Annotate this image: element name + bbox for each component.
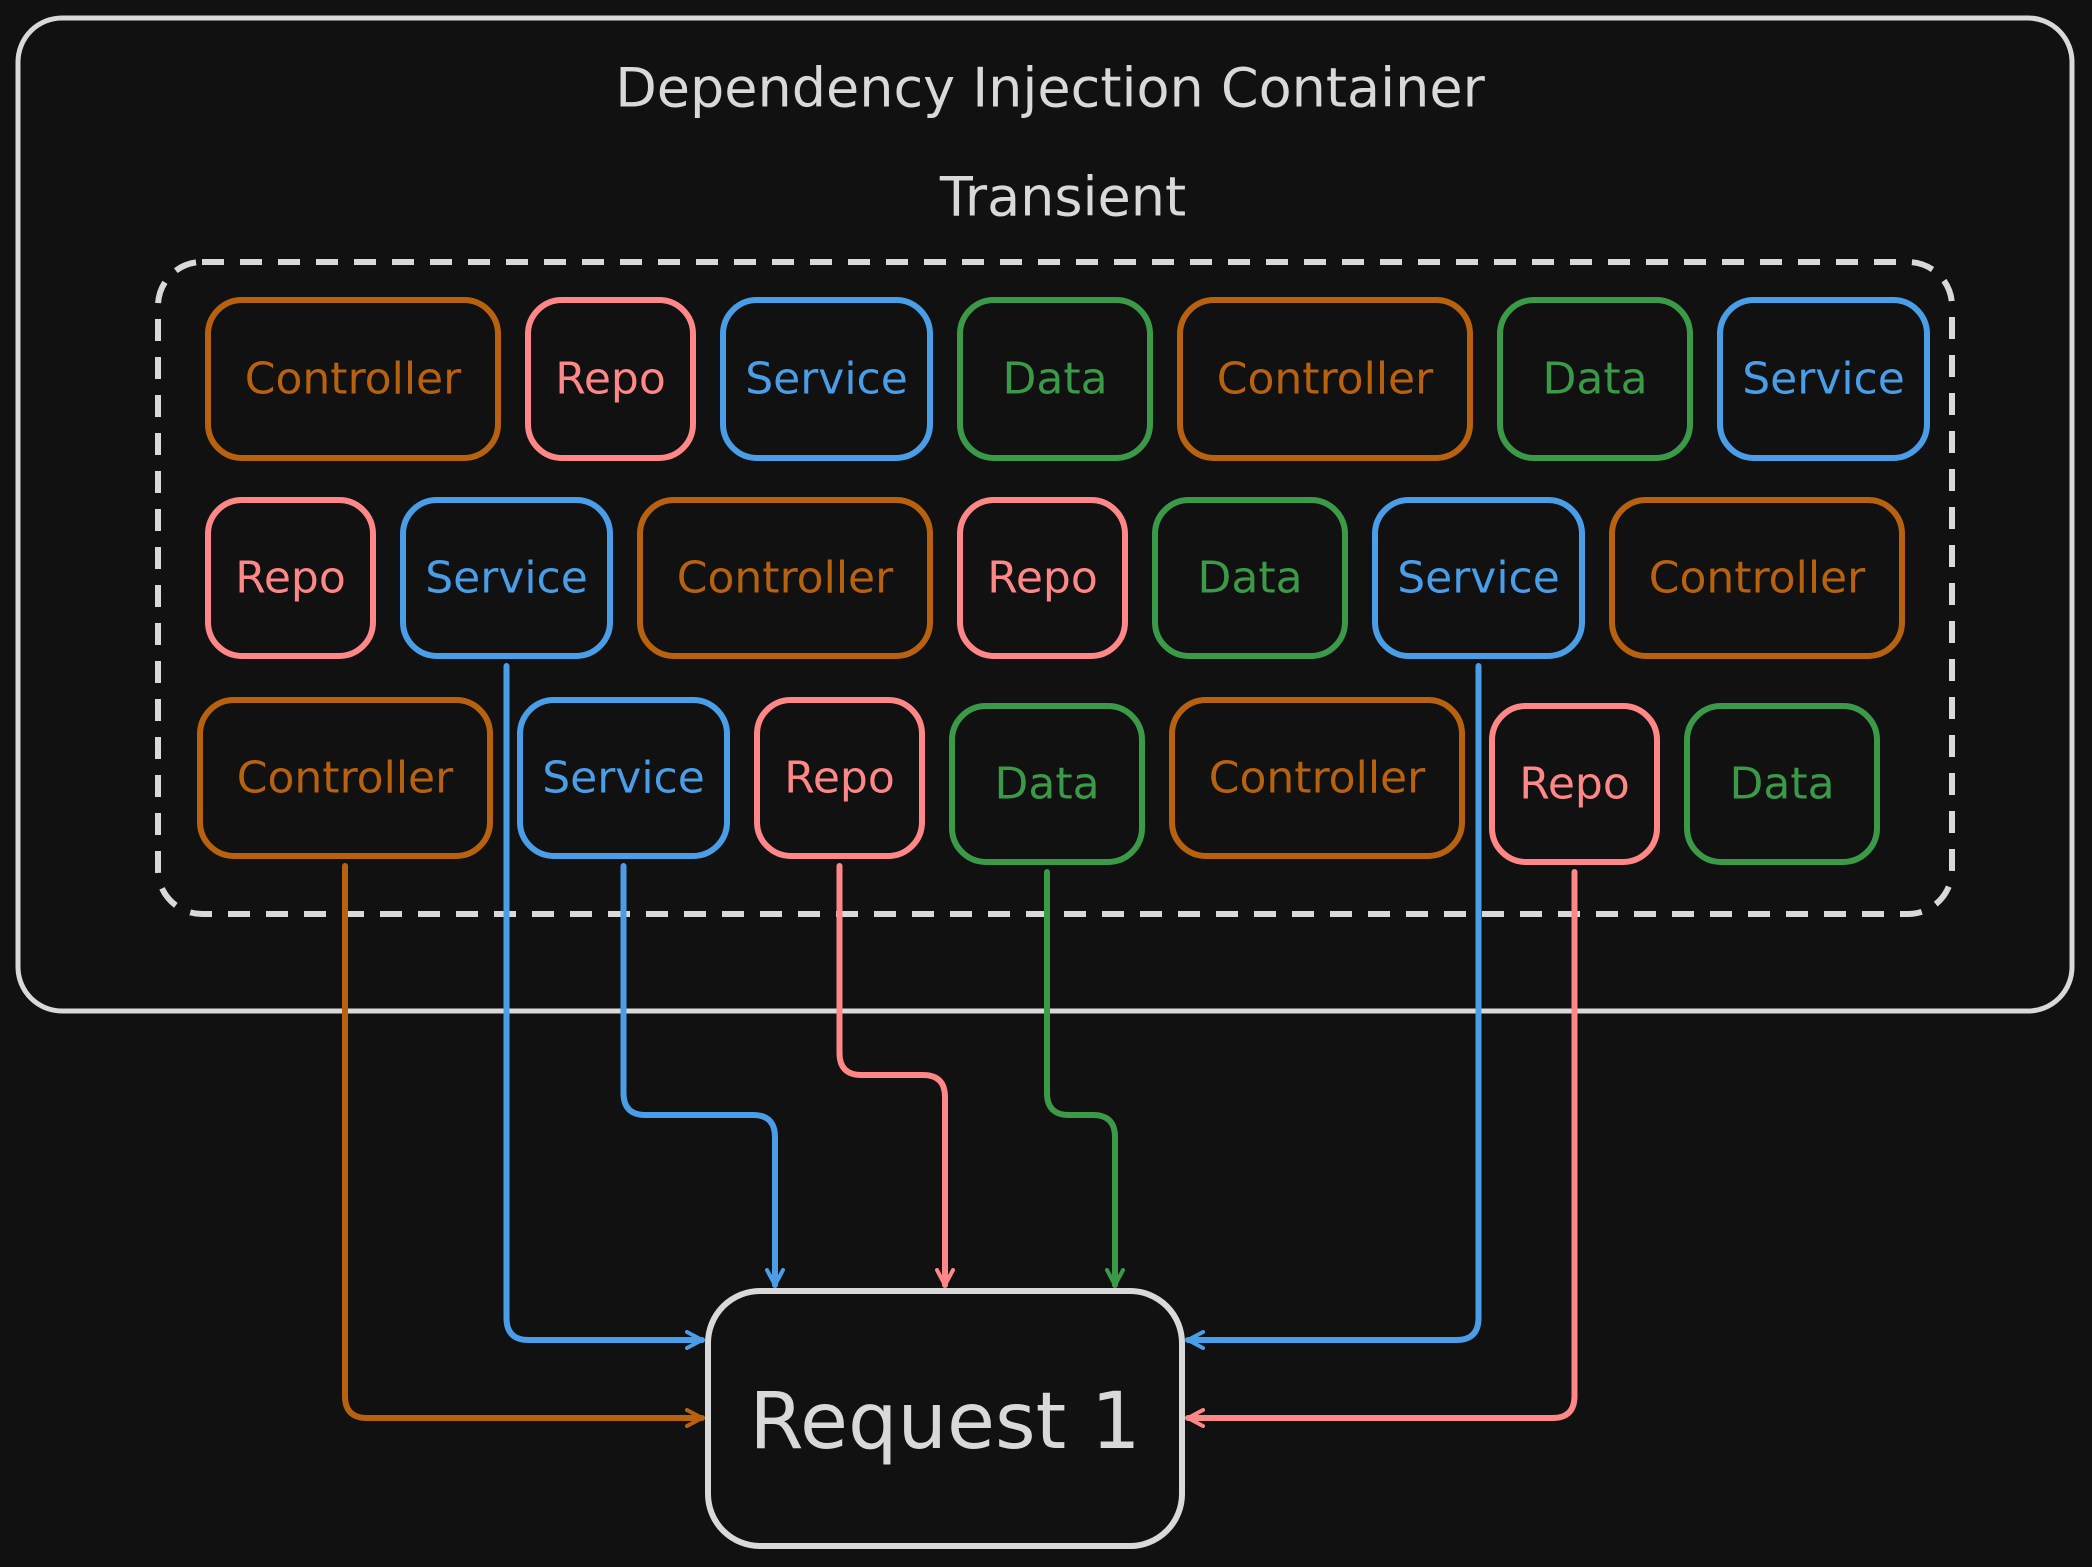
controller-box-border [205,297,501,461]
request-box [705,1288,1185,1549]
service-box: Service [1717,297,1930,461]
controller-box: Controller [1177,297,1473,461]
data-box-border [957,297,1153,461]
repo-box: Repo [205,497,376,659]
controller-box-label: Controller [677,553,894,604]
controller-box-border [1609,497,1905,659]
service-injection-arrow [620,863,785,1288]
data-box-label: Data [1729,759,1834,810]
service-box: Service [517,697,730,859]
data-box-border [1152,497,1348,659]
repo-box-label: Repo [235,553,346,604]
repo-box: Repo [957,497,1128,659]
controller-box-border [1169,697,1465,859]
controller-box-label: Controller [1209,753,1426,804]
controller-box-border [637,497,933,659]
controller-box-label: Controller [245,354,462,405]
repo-box: Repo [525,297,696,461]
data-box-border [1684,703,1880,865]
controller-box: Controller [1609,497,1905,659]
data-box-border [949,703,1145,865]
repo-box-border [754,697,925,859]
data-box-label: Data [1197,553,1302,604]
controller-box-border [1177,297,1473,461]
controller-box-label: Controller [1217,354,1434,405]
request-label: Request 1 [749,1377,1140,1467]
data-injection-arrow [1044,869,1125,1288]
container-title: Dependency Injection Container [615,57,1485,120]
controller-box-label: Controller [1649,553,1866,604]
controller-box: Controller [637,497,933,659]
transient-scope-boundary [155,259,1955,917]
controller-box: Controller [1169,697,1465,859]
data-box: Data [949,703,1145,865]
controller-box: Controller [197,697,493,859]
service-injection-arrow [503,663,705,1350]
data-box: Data [1152,497,1348,659]
data-box: Data [957,297,1153,461]
controller-box-border [197,697,493,859]
data-box: Data [1684,703,1880,865]
repo-box-border [957,497,1128,659]
data-box-label: Data [1542,354,1647,405]
data-box-label: Data [1002,354,1107,405]
service-box-border [1717,297,1930,461]
data-box: Data [1497,297,1693,461]
service-box-border [1372,497,1585,659]
service-box-label: Service [425,553,588,604]
repo-box-border [525,297,696,461]
repo-box: Repo [1489,703,1660,865]
data-box-border [1497,297,1693,461]
repo-box-label: Repo [987,553,1098,604]
service-box-border [720,297,933,461]
service-box-label: Service [745,354,908,405]
repo-box: Repo [754,697,925,859]
repo-box-border [205,497,376,659]
injection-arrows [342,663,1578,1428]
service-box: Service [720,297,933,461]
controller-box-label: Controller [237,753,454,804]
data-box-label: Data [994,759,1099,810]
repo-box-border [1489,703,1660,865]
service-box-label: Service [542,753,705,804]
service-box-border [400,497,613,659]
repo-box-label: Repo [1519,759,1630,810]
controller-box: Controller [205,297,501,461]
repo-injection-arrow [836,863,955,1288]
service-injection-arrow [1185,663,1482,1350]
controller-injection-arrow [342,863,705,1428]
service-box: Service [400,497,613,659]
service-box: Service [1372,497,1585,659]
repo-box-label: Repo [784,753,895,804]
request-node: Request 1 [705,1288,1185,1549]
repo-injection-arrow [1185,869,1578,1428]
transient-group-title: Transient [939,166,1186,229]
service-box-label: Service [1742,354,1905,405]
service-box-border [517,697,730,859]
service-box-label: Service [1397,553,1560,604]
repo-box-label: Repo [555,354,666,405]
